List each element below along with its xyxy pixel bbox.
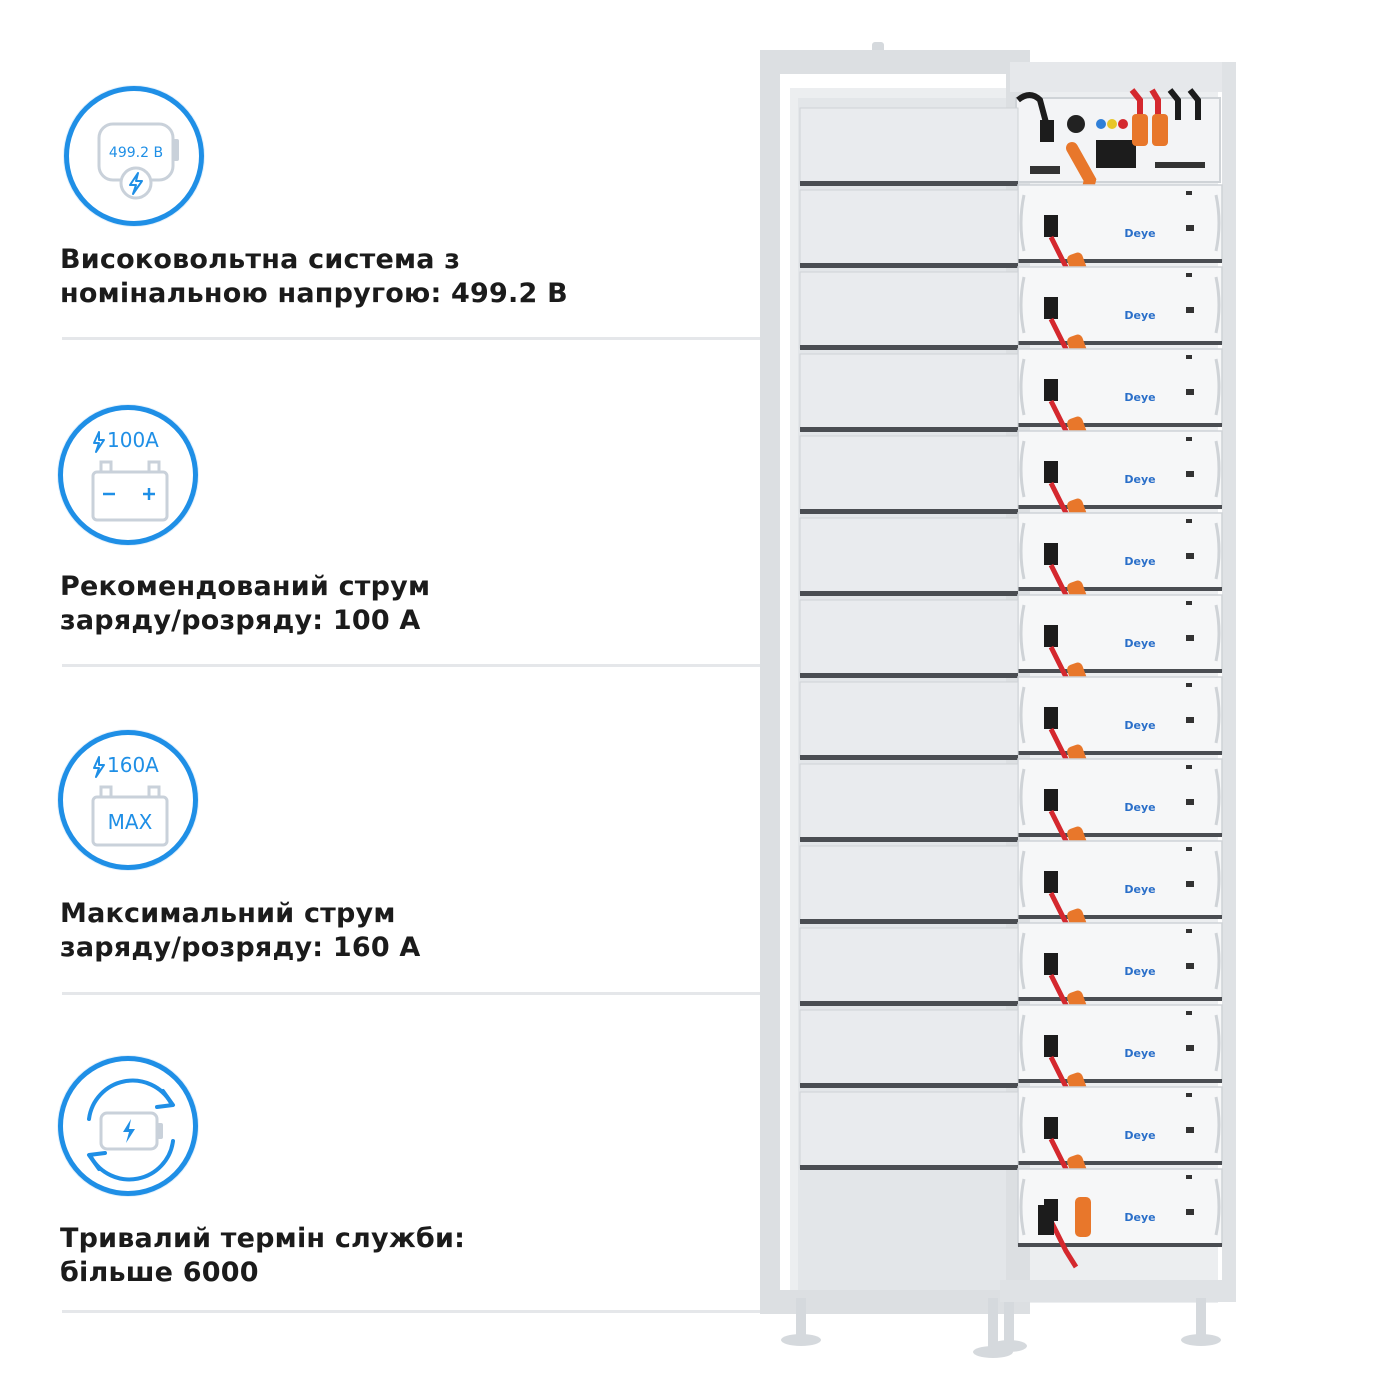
battery-module: Deye — [799, 189, 1223, 370]
battery-current-icon: 100A — [91, 428, 169, 522]
feature-max-current-line1: Максимальний струм — [60, 898, 396, 929]
battery-max-current-icon: 160A MAX — [91, 753, 169, 847]
battery-module: Deye — [799, 845, 1223, 1026]
voltage-icon-label: 499.2 В — [109, 145, 163, 161]
brand-label: Deye — [1124, 637, 1155, 650]
current-icon-label: 100A — [107, 428, 159, 452]
feature-recommended-current-text: Рекомендований струм заряду/розряду: 100… — [60, 570, 430, 638]
divider — [62, 1310, 768, 1313]
feature-lifespan-line2: більше 6000 — [60, 1257, 259, 1288]
battery-module: Deye — [799, 1091, 1223, 1269]
divider — [62, 664, 768, 667]
divider — [62, 992, 768, 995]
brand-label: Deye — [1124, 719, 1155, 732]
feature-recommended-current-line2: заряду/розряду: 100 А — [60, 605, 421, 636]
voltage-icon: 499.2 В — [64, 86, 204, 226]
brand-label: Deye — [1124, 1129, 1155, 1142]
divider — [62, 337, 768, 340]
brand-label: Deye — [1124, 801, 1155, 814]
brand-label: Deye — [1124, 1211, 1155, 1224]
battery-module: Deye — [799, 107, 1223, 288]
brand-label: Deye — [1124, 391, 1155, 404]
battery-module: Deye — [799, 927, 1223, 1108]
brand-label: Deye — [1124, 965, 1155, 978]
feature-max-current-line2: заряду/розряду: 160 А — [60, 932, 421, 963]
battery-module: Deye — [799, 435, 1223, 616]
battery-rack-drawing: DeyeDeyeDeyeDeyeDeyeDeyeDeyeDeyeDeyeDeye… — [756, 42, 1236, 1358]
feature-voltage-line1: Високовольтна система з — [60, 244, 461, 275]
feature-voltage: 499.2 В Високовольтна система з номіналь… — [0, 0, 770, 345]
feature-lifespan-line1: Тривалий термін служби: — [60, 1223, 466, 1254]
current-icon: 100A — [58, 405, 198, 545]
brand-label: Deye — [1124, 883, 1155, 896]
feature-voltage-text: Високовольтна система з номінальною напр… — [60, 243, 568, 311]
battery-module: Deye — [799, 517, 1223, 698]
max-current-icon-label: 160A — [107, 753, 159, 777]
brand-label: Deye — [1124, 227, 1155, 240]
brand-label: Deye — [1124, 473, 1155, 486]
max-current-icon: 160A MAX — [58, 730, 198, 870]
battery-module: Deye — [799, 681, 1223, 862]
feature-max-current-text: Максимальний струм заряду/розряду: 160 А — [60, 897, 421, 965]
feature-max-current: 160A MAX Максимальний струм заряду/розря… — [0, 675, 770, 1000]
feature-lifespan-text: Тривалий термін служби: більше 6000 — [60, 1222, 465, 1290]
brand-label: Deye — [1124, 555, 1155, 568]
feature-recommended-current-line1: Рекомендований струм — [60, 571, 431, 602]
cycle-icon — [58, 1056, 198, 1196]
battery-module: Deye — [799, 763, 1223, 944]
brand-label: Deye — [1124, 309, 1155, 322]
feature-voltage-line2: номінальною напругою: 499.2 В — [60, 278, 568, 309]
brand-label: Deye — [1124, 1047, 1155, 1060]
battery-modules: DeyeDeyeDeyeDeyeDeyeDeyeDeyeDeyeDeyeDeye… — [799, 107, 1223, 1269]
battery-cycle-icon — [87, 1078, 175, 1182]
feature-recommended-current: 100A Рекомендований струм заряду/розряду… — [0, 345, 770, 675]
feature-lifespan: Тривалий термін служби: більше 6000 — [0, 1000, 770, 1330]
battery-voltage-icon: 499.2 В — [97, 122, 179, 200]
battery-module: Deye — [799, 271, 1223, 452]
max-current-icon-sub: MAX — [108, 810, 153, 834]
